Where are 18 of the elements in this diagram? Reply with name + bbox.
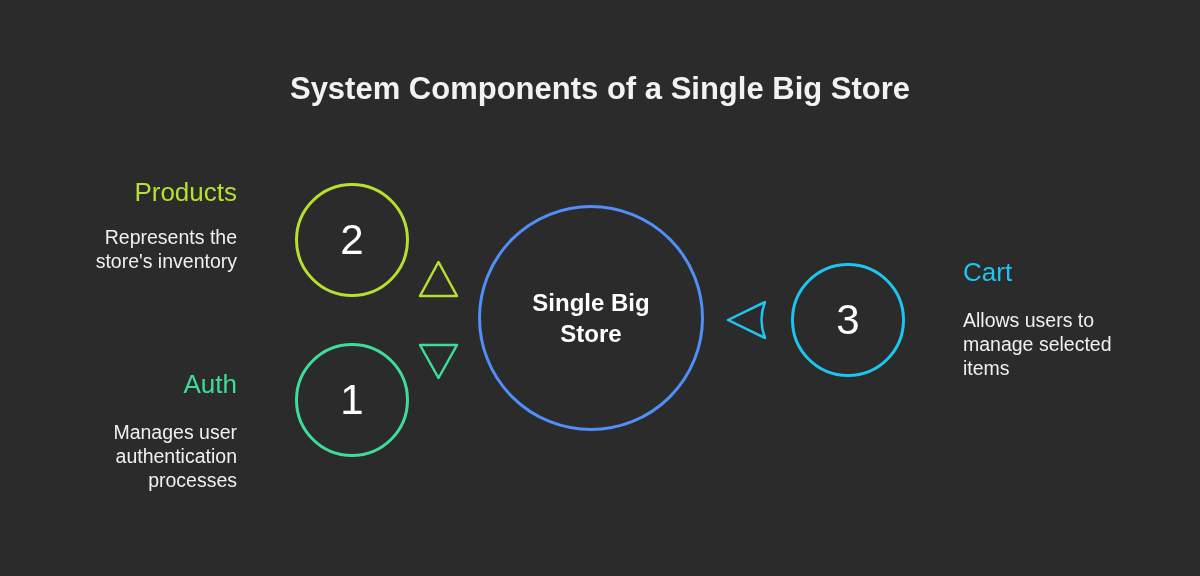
numbered-circle [791,263,905,377]
triangle-outline [726,300,767,340]
component-description: Manages user authentication processes [112,420,237,492]
circle-number: 1 [340,376,364,424]
component-description: Represents the store's inventory [94,225,237,273]
numbered-circle [295,343,409,457]
component-heading: Cart [963,257,1013,287]
hub-circle [478,205,704,431]
numbered-circle [295,183,409,297]
triangle-outline [418,343,459,380]
component-heading: Products [134,177,237,207]
component-description: Allows users to manage selected items [963,308,1113,380]
component-heading: Auth [183,369,237,399]
circle-number: 2 [340,216,364,264]
hub-label: Single Big Store [531,288,651,349]
diagram-title: System Components of a Single Big Store [289,70,911,108]
triangle-outline [418,260,459,298]
circle-number: 3 [836,296,860,344]
